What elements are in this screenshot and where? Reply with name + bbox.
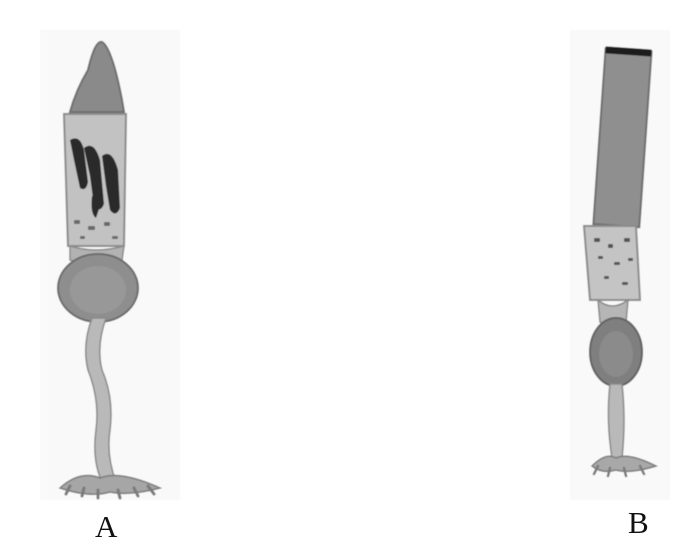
rod-axon (608, 384, 624, 458)
label-a: A (95, 511, 117, 542)
cone-nucleus-inner (70, 266, 126, 314)
label-b: B (628, 507, 649, 538)
cone-cell (40, 30, 180, 500)
rod-cell (570, 30, 670, 500)
rod-nucleus-inner (599, 331, 633, 377)
rod-inner-segment (584, 226, 640, 300)
